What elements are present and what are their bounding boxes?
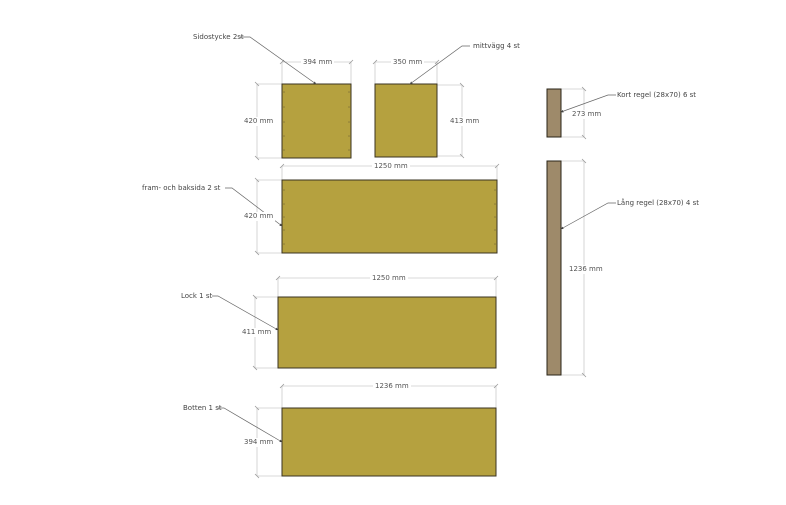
dim-fram-baksida-width: 1250 mm	[372, 162, 410, 171]
label-lock: Lock 1 st	[181, 292, 213, 300]
dim-lock-width: 1250 mm	[370, 274, 408, 283]
part-sidostycke	[240, 36, 354, 161]
part-mittvagg	[372, 45, 470, 159]
dim-kort-regel-height: 273 mm	[570, 110, 604, 119]
dim-botten-width: 1236 mm	[373, 382, 411, 391]
part-lock	[212, 275, 499, 371]
part-fram-baksida	[225, 163, 500, 256]
dim-sidostycke-width: 394 mm	[301, 58, 335, 67]
screw-holes	[283, 91, 350, 151]
label-lang-regel: Lång regel (28x70) 4 st	[617, 199, 699, 207]
dim-mittvagg-height: 413 mm	[448, 117, 482, 126]
dim-lang-regel-height: 1236 mm	[567, 265, 605, 274]
label-fram-baksida: fram- och baksida 2 st	[142, 184, 221, 192]
label-kort-regel: Kort regel (28x70) 6 st	[617, 91, 697, 99]
dim-lock-height: 411 mm	[240, 328, 274, 337]
part-kort-regel	[546, 86, 616, 140]
label-sidostycke: Sidostycke 2st	[193, 33, 244, 41]
label-botten: Botten 1 st	[183, 404, 222, 412]
label-mittvagg: mittvägg 4 st	[473, 42, 520, 50]
dim-sidostycke-height: 420 mm	[242, 117, 276, 126]
screw-holes	[283, 189, 496, 245]
dim-mittvagg-width: 350 mm	[391, 58, 425, 67]
dim-fram-baksida-height: 420 mm	[242, 212, 276, 221]
part-botten	[218, 383, 499, 479]
dim-botten-height: 394 mm	[242, 438, 276, 447]
